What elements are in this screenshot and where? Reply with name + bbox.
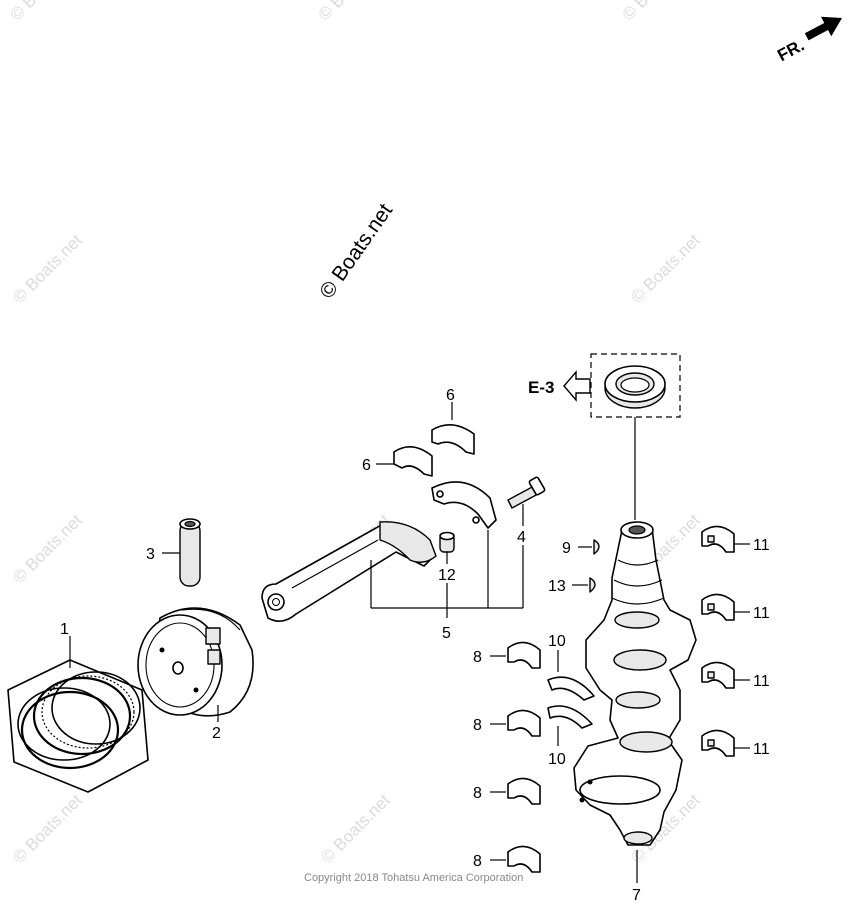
- callout-6-upper: 6: [446, 387, 455, 404]
- copyright-text: Copyright 2018 Tohatsu America Corporati…: [304, 872, 523, 884]
- callout-3: 3: [146, 546, 155, 563]
- piston-pin: [162, 518, 201, 587]
- callout-10-upper: 10: [548, 633, 566, 650]
- callout-1: 1: [60, 621, 69, 638]
- main-bearing-8a: [490, 641, 541, 669]
- main-bearing-11b: [701, 593, 750, 621]
- dowel-pin: [439, 531, 455, 618]
- watermark-mid-left: © Boats.net: [9, 230, 86, 307]
- callout-8d: 8: [473, 853, 482, 870]
- thrust-washer-upper: [547, 650, 595, 701]
- rod-bolt: [507, 476, 546, 608]
- main-bearing-11a: [701, 525, 750, 553]
- callout-12: 12: [438, 567, 456, 584]
- con-rod-bearing-lower: [376, 446, 433, 477]
- front-direction-arrow: FR.: [774, 16, 843, 66]
- callout-11c: 11: [753, 673, 770, 690]
- woodruff-key-9: [578, 539, 600, 555]
- callout-8a: 8: [473, 649, 482, 666]
- callout-13: 13: [548, 578, 566, 595]
- reference-label: E-3: [528, 378, 554, 397]
- front-direction-label: FR.: [774, 36, 807, 66]
- callout-5: 5: [442, 625, 451, 642]
- callout-6-lower: 6: [362, 457, 371, 474]
- watermark-lower-left: © Boats.net: [9, 510, 86, 587]
- watermark-top-center: © Boats.net: [315, 0, 392, 24]
- main-bearing-8d: [490, 845, 541, 873]
- callout-10-lower: 10: [548, 751, 566, 768]
- callout-2: 2: [212, 725, 221, 742]
- callout-9: 9: [562, 540, 571, 557]
- con-rod-bearing-upper: [431, 402, 475, 455]
- callout-11d: 11: [753, 741, 770, 758]
- callout-8b: 8: [473, 717, 482, 734]
- piston-ring-set: [7, 636, 149, 793]
- woodruff-key-13: [572, 577, 596, 593]
- arrow-left-icon: [563, 370, 591, 402]
- piston: [137, 607, 254, 722]
- connecting-rod-cap: [431, 481, 497, 608]
- callout-4: 4: [517, 529, 526, 546]
- callout-11a: 11: [753, 537, 770, 554]
- main-bearing-8b: [490, 709, 541, 737]
- watermark-top-right: © Boats.net: [619, 0, 696, 24]
- callout-7: 7: [632, 887, 641, 904]
- watermark-mid-right: © Boats.net: [627, 230, 704, 307]
- oil-seal: [604, 365, 666, 409]
- oil-seal-dashed-box: [590, 353, 681, 418]
- main-bearing-11d: [701, 729, 750, 757]
- reference-e3: E-3: [528, 353, 681, 520]
- arrow-right-icon: [804, 16, 843, 41]
- callout-labels: 1 2 3 4 5 6 6 7 8 8 8 8 9 10 10 11 11 11…: [60, 387, 770, 904]
- callout-11b: 11: [753, 605, 770, 622]
- main-bearing-11c: [701, 661, 750, 689]
- crankshaft: [573, 521, 697, 883]
- watermark-bottom-left: © Boats.net: [9, 790, 86, 867]
- watermark-bottom-center: © Boats.net: [317, 790, 394, 867]
- connecting-rod: [261, 521, 437, 622]
- watermark-top-left: © Boats.net: [7, 0, 84, 24]
- callout-8c: 8: [473, 785, 482, 802]
- main-bearing-8c: [490, 777, 541, 805]
- thrust-washer-lower: [547, 705, 593, 746]
- watermark-center: © Boats.net: [315, 199, 397, 302]
